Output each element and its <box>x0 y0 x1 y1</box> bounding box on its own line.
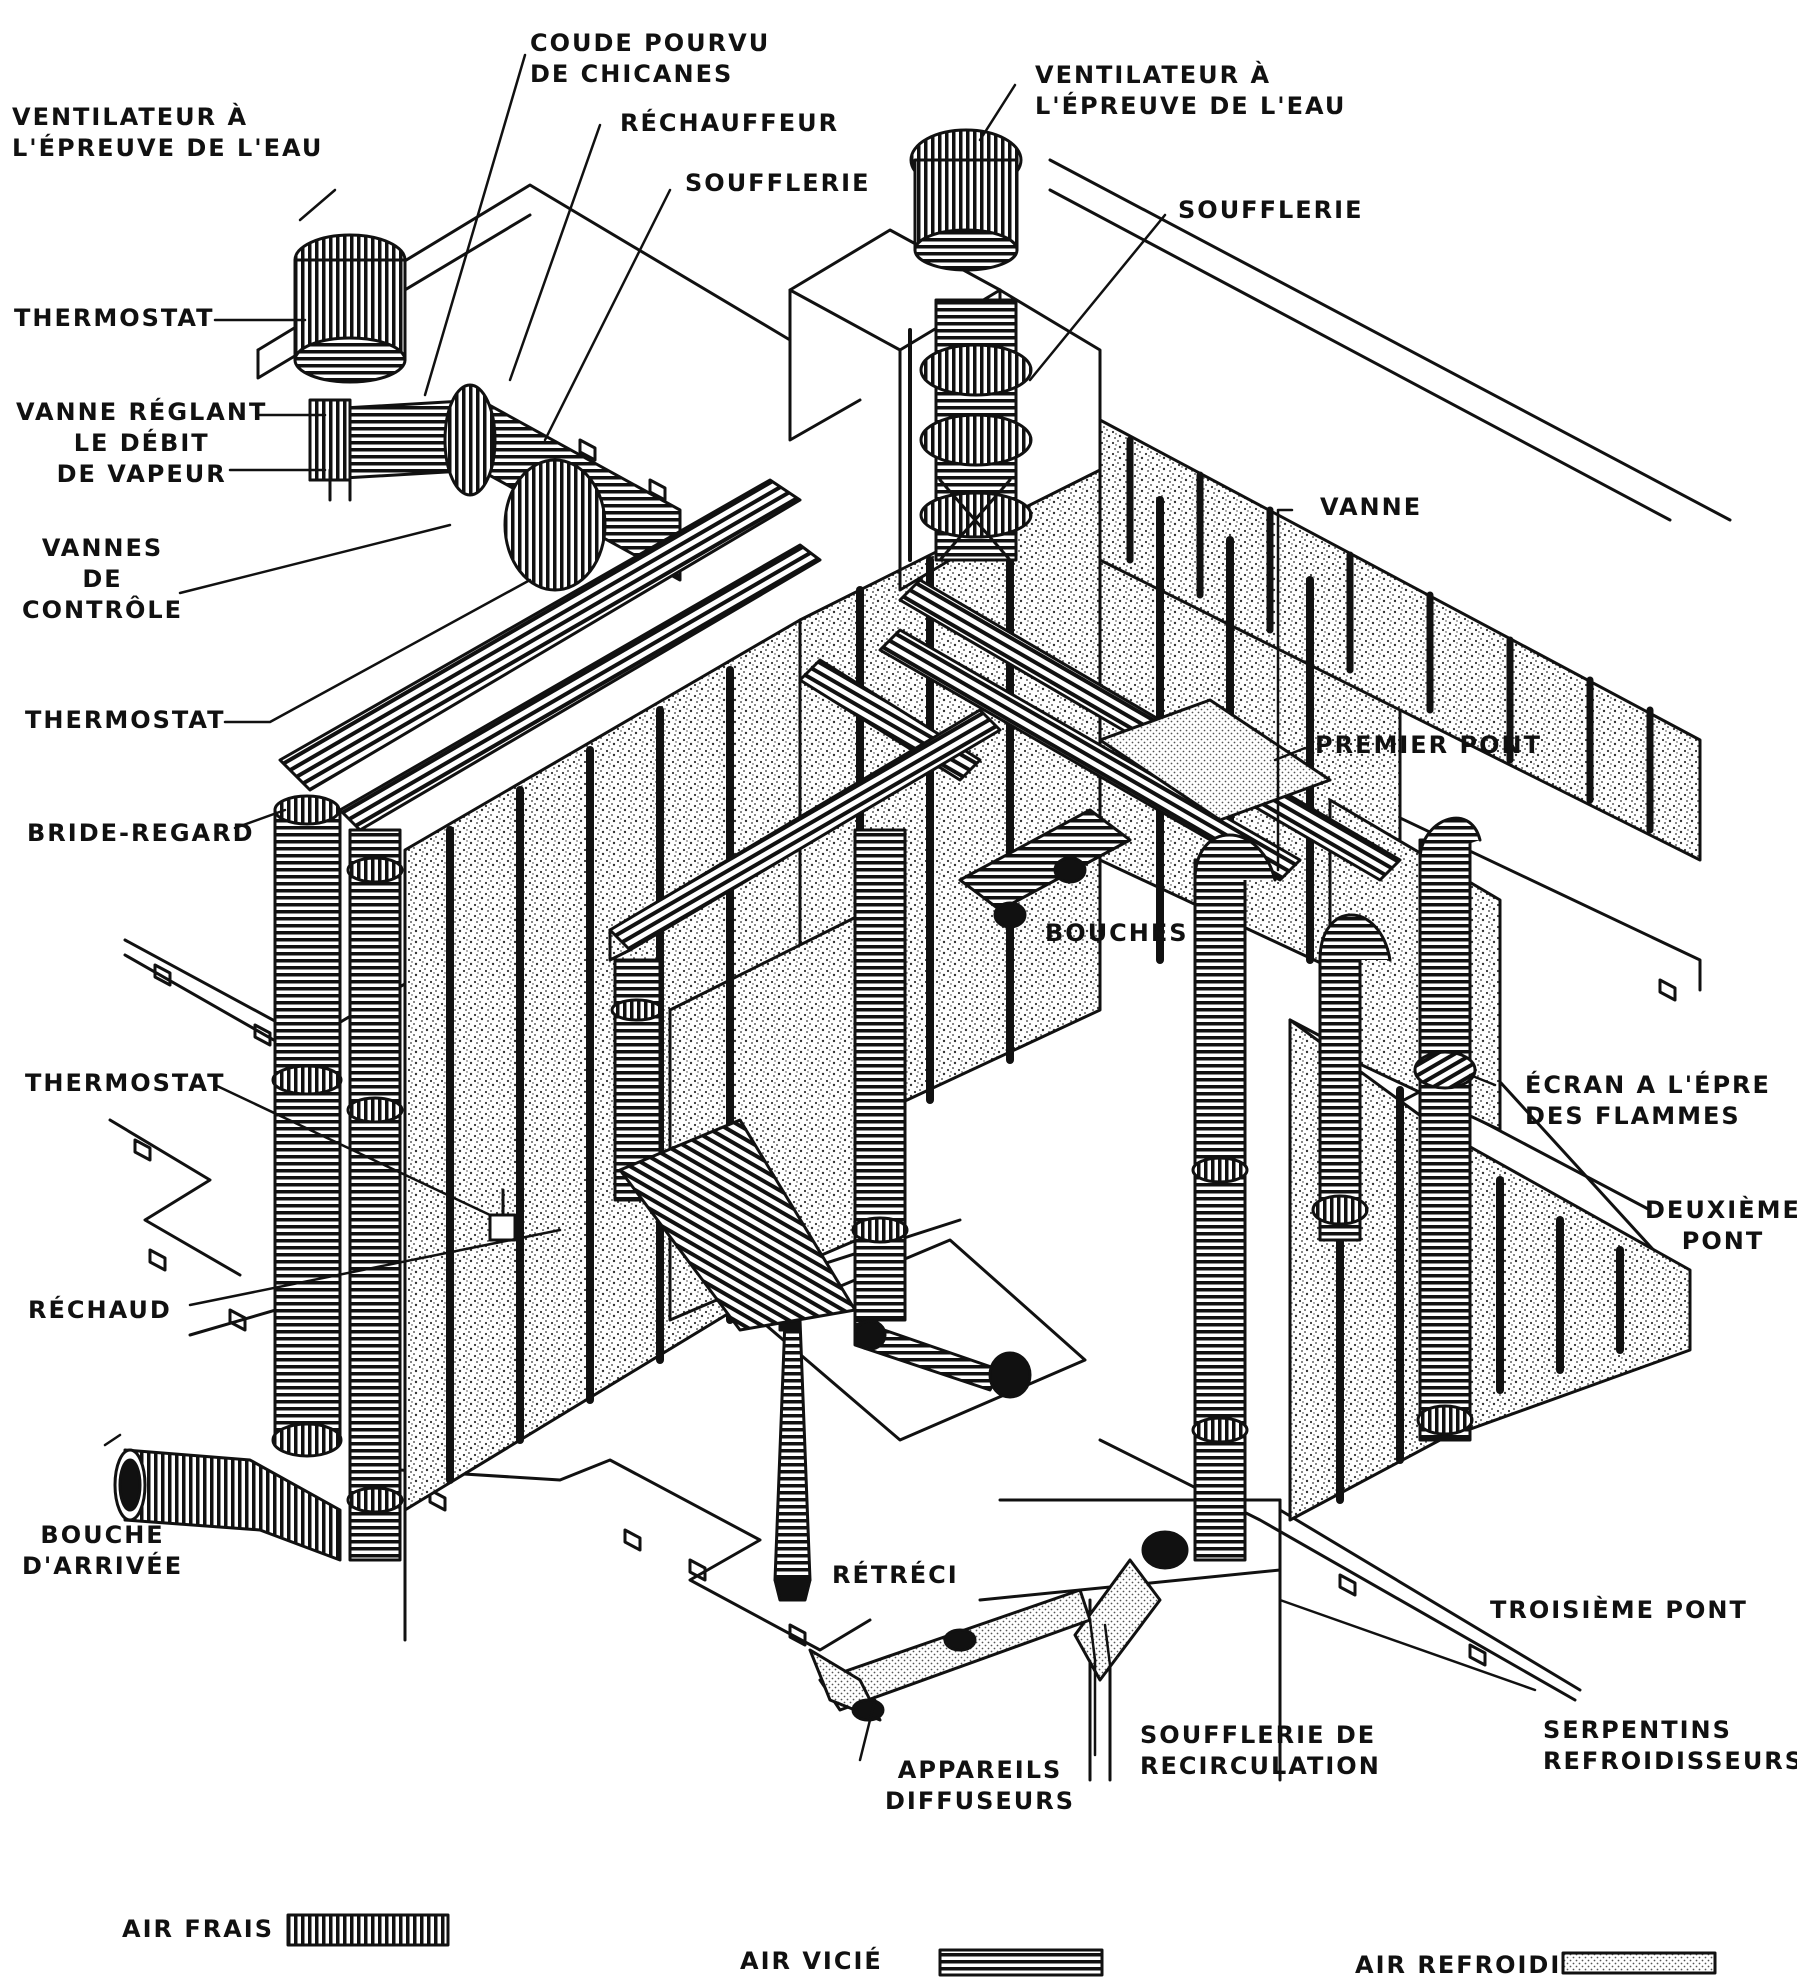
legend-label-fresh: AIR FRAIS <box>122 1915 275 1943</box>
bulkhead-walls <box>403 418 1702 1522</box>
label-rechauffeur: RÉCHAUFFEUR <box>620 109 840 137</box>
legend-label-cooled: AIR REFROIDI <box>1355 1951 1562 1977</box>
label-rechaud: RÉCHAUD <box>28 1296 172 1324</box>
legend-swatch-stale <box>938 1948 1104 1977</box>
right-ventilator-tower <box>788 128 1102 592</box>
legend-label-stale: AIR VICIÉ <box>740 1947 883 1975</box>
left-ventilator-assembly <box>293 233 682 592</box>
leader-lines <box>103 53 1537 1762</box>
lower-fittings <box>113 1118 1032 1602</box>
vertical-ducts <box>271 794 1482 1562</box>
label-soufflerie-right: SOUFFLERIE <box>1178 196 1364 224</box>
cooled-air-duct <box>808 698 1332 1722</box>
legend-swatch-fresh <box>286 1913 450 1947</box>
label-bouches: BOUCHES <box>1045 919 1189 947</box>
label-retreci: RÉTRÉCI <box>832 1561 959 1589</box>
label-premier-pont: PREMIER PONT <box>1315 731 1542 759</box>
label-soufflerie-left: SOUFFLERIE <box>685 169 871 197</box>
label-troisieme-pont: TROISIÈME PONT <box>1490 1596 1748 1624</box>
label-thermostat-2: THERMOSTAT <box>25 706 226 734</box>
label-thermostat-1: THERMOSTAT <box>14 304 215 332</box>
legend-swatch-cooled <box>1561 1951 1717 1975</box>
label-vanne: VANNE <box>1320 493 1423 521</box>
upper-frames <box>1126 436 1654 834</box>
label-bride-regard: BRIDE-REGARD <box>27 819 255 847</box>
label-thermostat-3: THERMOSTAT <box>25 1069 226 1097</box>
